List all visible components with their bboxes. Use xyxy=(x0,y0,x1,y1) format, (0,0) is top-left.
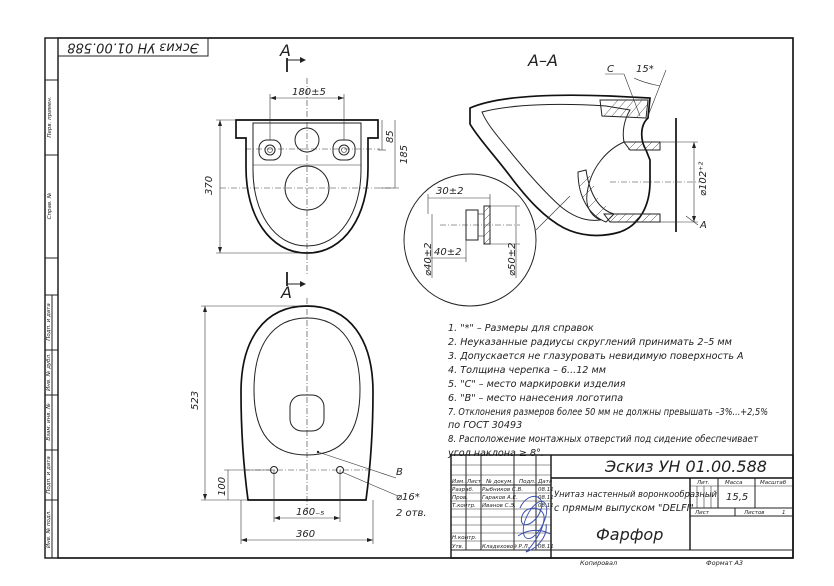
name-line-1: Унитаз настенный воронкообразный xyxy=(554,489,717,499)
note-1: 1. "*" – Размеры для справок xyxy=(448,323,594,334)
row-nkontr: Н.контр. xyxy=(452,535,477,541)
title-block: Эскиз УН 01.00.588 Унитаз настенный воро… xyxy=(450,454,794,567)
col-list: Лист xyxy=(466,479,482,485)
material-text: Фарфор xyxy=(596,525,663,544)
dim-40: 40±2 xyxy=(434,247,461,258)
side-label-5: Взам. инв. № xyxy=(46,403,52,441)
dim-phi102: ⌀102⁺² xyxy=(698,162,709,196)
technical-notes: 1. "*" – Размеры для справок 2. Неуказан… xyxy=(447,323,768,459)
side-label-6: Подп. и дата xyxy=(46,456,52,494)
side-label-1: Перв. примен. xyxy=(47,96,53,138)
date-prov: 08.11 xyxy=(538,495,554,501)
sheet-label: Лист xyxy=(694,510,710,516)
row-prov: Пров. xyxy=(452,495,468,501)
designation-text: Эскиз УН 01.00.588 xyxy=(604,457,767,476)
dim-phi50: ⌀50±2 xyxy=(507,243,518,277)
dim-holes: 2 отв. xyxy=(396,508,427,519)
mass-value: 15,5 xyxy=(726,492,748,503)
dim-370: 370 xyxy=(204,176,215,195)
label-b: B xyxy=(396,467,403,478)
dim-360: 360 xyxy=(296,529,315,540)
date-utv: 08.11 xyxy=(538,544,554,550)
name-line-2: с прямым выпуском "DELFI" xyxy=(554,503,694,514)
dim-phi16: ⌀16* xyxy=(396,492,420,503)
dim-160: 160₋₅ xyxy=(296,507,324,518)
dim-85: 85 xyxy=(385,130,396,143)
row-utv: Утв. xyxy=(452,544,464,550)
note-2: 2. Неуказанные радиусы скруглений приним… xyxy=(448,337,732,348)
note-5: 5. "C" – место маркировки изделия xyxy=(448,379,626,390)
date-razrab: 08.11 xyxy=(538,487,554,493)
side-label-7: Инв. № подл. xyxy=(46,510,52,548)
detail-view: 30±2 40±2 ⌀40±2 ⌀50±2 xyxy=(403,173,571,307)
dim-185: 185 xyxy=(399,145,410,164)
row-razrab: Разраб. xyxy=(452,487,474,493)
dim-15deg: 15* xyxy=(636,64,654,75)
col-doc: № докум. xyxy=(485,479,513,485)
sheet-frame xyxy=(44,37,794,559)
hdr-scale: Масштаб xyxy=(760,480,787,486)
side-label-4: Инв. № дубл. xyxy=(46,353,52,391)
col-sign: Подп. xyxy=(519,479,536,485)
sheets-count: 1 xyxy=(782,510,786,516)
label-c: C xyxy=(607,64,614,75)
col-date: Дата xyxy=(537,479,553,485)
name-razrab: Рыбников С.В. xyxy=(482,487,523,493)
label-a-right: A xyxy=(699,220,707,231)
note-6: 6. "B" – место нанесения логотипа xyxy=(448,393,623,404)
section-title: A–A xyxy=(527,51,558,70)
name-utv: Кладеховой Р.Л. xyxy=(482,544,530,550)
dim-180: 180±5 xyxy=(292,87,326,98)
col-izm: Изм. xyxy=(452,479,465,485)
name-prov: Гараков А.Е. xyxy=(482,495,518,501)
row-tkontr: Т.контр. xyxy=(452,503,476,509)
side-labels: Перв. примен. Справ. № Подп. и дата Инв.… xyxy=(46,96,53,548)
side-label-2: Справ. № xyxy=(47,192,53,219)
dim-30: 30±2 xyxy=(436,186,463,197)
note-4: 4. Толщина черепка – 6...12 мм xyxy=(448,365,606,376)
date-tkontr: 08.11 xyxy=(538,503,554,509)
name-tkontr: Иванов С.Э. xyxy=(482,503,516,509)
dim-523: 523 xyxy=(190,391,201,410)
side-label-3: Подп. и дата xyxy=(46,303,52,341)
note-8b: угол наклона ≥ 8°. xyxy=(447,448,544,459)
sheets-label: Листов xyxy=(743,510,765,516)
hdr-lit: Лит. xyxy=(696,480,710,486)
copied-label: Копировал xyxy=(580,559,617,567)
section-mark-top: A xyxy=(279,41,291,60)
hdr-mass: Масса xyxy=(725,480,743,486)
rotated-stamp: Эскиз УН 01.00.588 xyxy=(57,37,209,57)
format-label: Формат A3 xyxy=(706,559,743,567)
note-8: 8. Расположение монтажных отверстий под … xyxy=(448,433,758,445)
plan-view: B ⌀16* 2 отв. 523 100 160₋₅ 360 xyxy=(190,298,427,544)
dim-phi40: ⌀40±2 xyxy=(423,243,434,277)
note-3: 3. Допускается не глазуровать невидимую … xyxy=(448,351,744,362)
note-7b: по ГОСТ 30493 xyxy=(448,420,522,431)
note-7: 7. Отклонения размеров более 50 мм не до… xyxy=(448,406,768,418)
rotated-stamp-text: Эскиз УН 01.00.588 xyxy=(67,40,200,55)
section-mark-bottom: A xyxy=(280,283,292,302)
section-view: A–A xyxy=(469,51,709,237)
rear-view: A A 180±5 85 xyxy=(204,41,410,302)
dim-100: 100 xyxy=(217,477,228,496)
signature xyxy=(517,496,551,553)
